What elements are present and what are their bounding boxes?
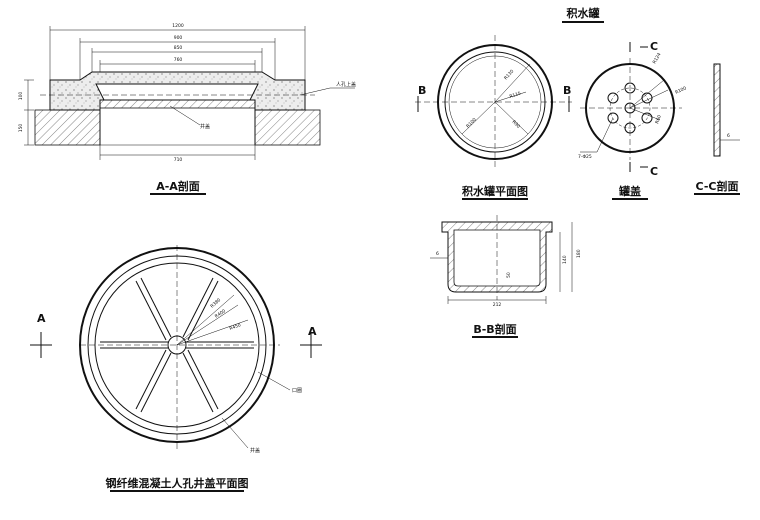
cover-plan-ribs [100, 277, 254, 413]
tank-cover-mark-c-top: C [650, 40, 658, 53]
tank-cover-holes [607, 82, 653, 134]
aa-dim-1200: 1200 [172, 23, 184, 29]
tank-cover-hole [607, 112, 619, 124]
tank-cover-hole [624, 82, 636, 94]
cc-dim-t6: 6 [727, 133, 730, 139]
tank-plan-r100: R100 [465, 117, 478, 130]
cover-plan-r450: R450 [229, 322, 242, 332]
tank-plan-drawing: R130 R115 R100 R90 B B 积水罐平面图 [415, 35, 572, 200]
cover-plan-title: 钢纤维混凝土人孔井盖平面图 [106, 476, 249, 490]
cc-section-drawing: 6 C-C剖面 [694, 63, 740, 195]
bb-dim-h180: 180 [576, 249, 582, 258]
aa-dimension-lines [24, 26, 306, 160]
bb-section-inner [453, 229, 541, 287]
tank-plan-title: 积水罐平面图 [462, 184, 528, 198]
cover-plan-r400: R400 [214, 308, 227, 319]
aa-ground-left [34, 109, 101, 146]
cover-plan-mark-a-left: A [37, 312, 46, 325]
aa-dim-900: 900 [174, 35, 183, 41]
tank-plan-mark-b-left: B [418, 84, 426, 97]
aa-dim-850: 850 [174, 45, 183, 51]
bb-dim-h140: 140 [562, 255, 568, 264]
tank-cover-r124: R124 [652, 52, 663, 65]
tank-plan-r130: R130 [503, 69, 515, 82]
aa-dim-760: 760 [174, 57, 183, 63]
bb-section-drawing: 212 140 180 6 50 B-B剖面 [430, 215, 582, 338]
cover-plan-note-cover: 井盖 [250, 447, 260, 454]
tank-plan-mark-b-right: B [563, 84, 571, 97]
cover-plan-drawing: R380 R400 R450 口圈 井盖 A A 钢纤维混凝土人孔井盖平面图 [30, 245, 322, 492]
aa-dim-710: 710 [174, 157, 183, 163]
cover-plan-mark-a-right: A [308, 325, 317, 338]
aa-dim-h100: 100 [18, 92, 24, 101]
bb-dim-r50: 50 [506, 272, 512, 278]
tank-cover-r100: R100 [674, 85, 687, 95]
aa-section-drawing: 1200 900 850 760 710 100 150 人孔上盖 井盖 A-A… [18, 23, 356, 195]
aa-section-title: A-A剖面 [156, 179, 200, 193]
tank-cover-drawing: R124 R100 R60 7-Φ25 C C 罐盖 [578, 40, 688, 200]
aa-note-cover: 井盖 [200, 123, 210, 130]
bb-section-title: B-B剖面 [473, 322, 516, 336]
tank-cover-hole [641, 112, 653, 124]
cc-section-title: C-C剖面 [696, 179, 739, 193]
cover-plan-r380: R380 [209, 297, 222, 309]
tank-cover-hole [624, 122, 636, 134]
tank-cover-holes-label: 7-Φ25 [578, 154, 592, 160]
tank-cover-mark-c-bottom: C [650, 165, 658, 178]
tank-plan-r115: R115 [509, 91, 522, 100]
tank-cover-r60: R60 [654, 114, 663, 124]
tank-cover-hole [624, 102, 636, 114]
bb-dim-w212: 212 [493, 302, 502, 308]
tank-plan-r90: R90 [511, 119, 522, 130]
water-tank-title: 积水罐 [567, 6, 600, 20]
tank-cover-hole [607, 92, 619, 104]
aa-dim-h150: 150 [18, 124, 24, 133]
aa-cover-ring [99, 99, 256, 109]
cover-plan-note-frame: 口圈 [292, 388, 302, 394]
aa-cover [95, 83, 259, 101]
aa-ground-right [254, 109, 321, 146]
aa-note-manhole-seat: 人孔上盖 [336, 81, 356, 88]
bb-dim-h6: 6 [436, 251, 439, 257]
tank-cover-title: 罐盖 [618, 184, 641, 198]
cc-section-plate [713, 63, 721, 157]
